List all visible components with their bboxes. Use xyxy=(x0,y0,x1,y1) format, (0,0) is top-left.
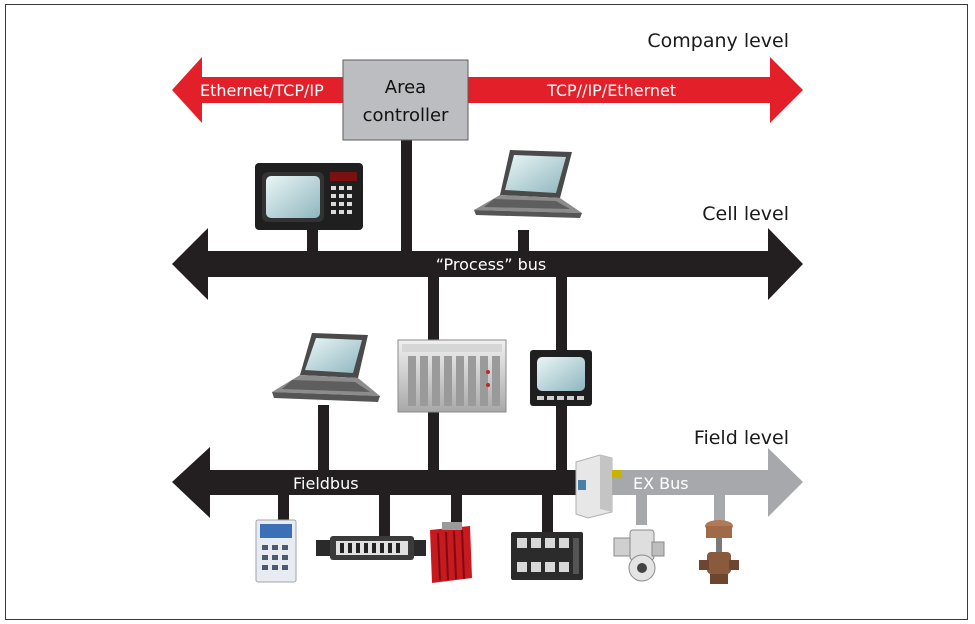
area-controller-line2: controller xyxy=(363,105,449,126)
field-level-label: Field level xyxy=(694,427,789,449)
operator-panel-icon xyxy=(530,350,592,406)
area-controller-line1: Area xyxy=(385,77,426,98)
cell-level-label: Cell level xyxy=(702,203,789,225)
ex-connector-lines xyxy=(636,495,725,525)
fieldbus-arrow xyxy=(172,447,600,518)
company-level-label: Company level xyxy=(647,30,789,52)
ex-bus-label: EX Bus xyxy=(633,474,689,493)
plc-rack-icon xyxy=(397,339,507,413)
ethernet-right-label: TCP//IP/Ethernet xyxy=(546,81,676,100)
connector-lines xyxy=(278,140,567,541)
ethernet-left-label: Ethernet/TCP/IP xyxy=(200,81,324,100)
distributed-io-icon xyxy=(511,532,583,580)
terminal-icon xyxy=(255,163,363,230)
sensor-connector-icon xyxy=(316,536,426,560)
laptop-icon xyxy=(272,333,380,402)
figure-frame xyxy=(5,4,968,620)
flow-meter-icon xyxy=(613,529,665,582)
ex-gateway-icon xyxy=(575,454,622,519)
process-bus-label: “Process” bus xyxy=(436,255,547,274)
laptop-icon xyxy=(474,150,582,218)
control-valve-icon xyxy=(699,520,739,584)
ex-bus-arrow xyxy=(600,448,803,517)
fieldbus-label: Fieldbus xyxy=(293,474,359,493)
drive-motor-icon xyxy=(430,522,472,583)
process-bus-arrow xyxy=(172,228,803,300)
ethernet-arrow xyxy=(172,57,803,123)
io-module-icon xyxy=(255,519,297,583)
area-controller-box xyxy=(342,59,469,141)
